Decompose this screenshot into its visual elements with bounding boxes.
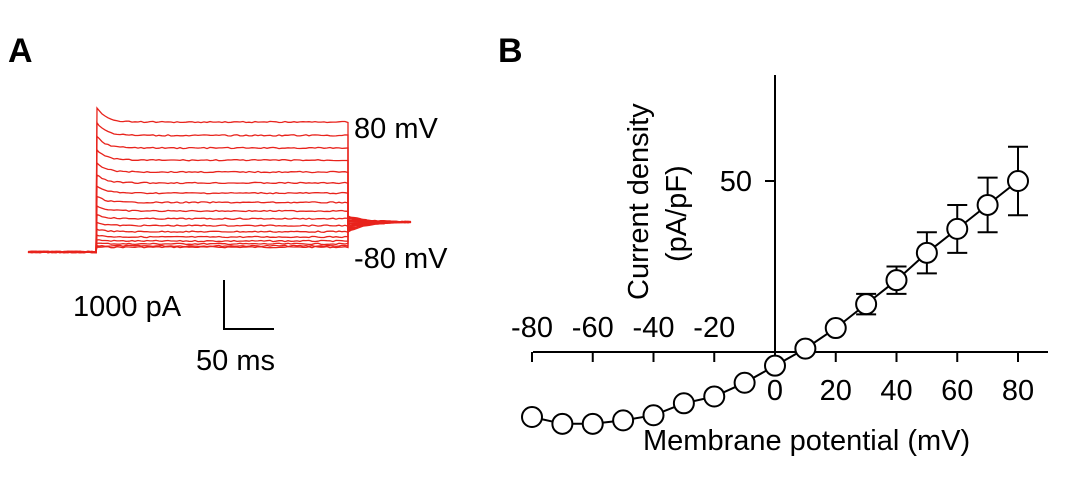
- top-trace-label: 80 mV: [354, 113, 438, 145]
- x-tick-label: 0: [767, 375, 783, 407]
- y-axis-label-line2: (pA/pF): [661, 165, 693, 262]
- trace-neg20mV: [27, 220, 412, 254]
- panel-label-b: B: [498, 32, 523, 70]
- trace-70mV: [27, 120, 412, 254]
- data-point: [612, 409, 635, 432]
- y-tick-label: 50: [720, 166, 752, 198]
- trace-50mV: [27, 148, 412, 254]
- x-tick-label: -40: [633, 312, 675, 344]
- x-tick-label: 40: [880, 375, 912, 407]
- x-tick-label: 80: [1002, 375, 1034, 407]
- data-point: [642, 404, 665, 427]
- trace-0mV: [27, 204, 412, 254]
- trace-neg40mV: [27, 219, 412, 254]
- data-point: [764, 354, 786, 377]
- data-point: [794, 337, 817, 360]
- data-point: [581, 412, 604, 435]
- trace-10mV: [27, 195, 412, 254]
- data-point: [855, 293, 878, 316]
- trace-neg10mV: [27, 213, 412, 254]
- bottom-trace-label: -80 mV: [354, 243, 448, 275]
- data-point: [521, 405, 543, 428]
- x-axis-label: Membrane potential (mV): [643, 425, 970, 457]
- trace-60mV: [27, 135, 412, 254]
- iv-axes: [531, 75, 1048, 372]
- data-point: [551, 412, 574, 435]
- x-tick-label: -60: [572, 312, 614, 344]
- x-tick-label: -20: [693, 312, 735, 344]
- iv-points: [521, 145, 1029, 435]
- trace-40mV: [27, 161, 412, 254]
- panel-label-a: A: [8, 32, 33, 70]
- trace-neg30mV: [27, 220, 412, 254]
- x-tick-label: 20: [820, 375, 852, 407]
- trace-80mV: [27, 106, 411, 254]
- trace-neg60mV: [27, 217, 412, 254]
- data-point: [824, 317, 847, 340]
- trace-neg80mV: [27, 215, 412, 254]
- x-tick-label: -80: [511, 312, 553, 344]
- data-point: [946, 217, 969, 240]
- y-axis-label-line1: Current density: [623, 103, 655, 300]
- current-traces: [27, 106, 412, 254]
- data-point: [976, 193, 999, 216]
- iv-tick-labels: 50 -80 -60 -40 -20 0 20 40 60 80: [511, 166, 1034, 407]
- data-point: [1007, 170, 1029, 192]
- data-point: [915, 241, 938, 264]
- data-point: [672, 392, 695, 415]
- scale-bar: [223, 280, 274, 330]
- data-point: [885, 269, 908, 292]
- data-point: [733, 371, 756, 394]
- scale-current-label: 1000 pA: [73, 291, 182, 323]
- x-tick-label: 60: [941, 375, 973, 407]
- trace-neg70mV: [27, 216, 412, 254]
- trace-20mV: [27, 185, 412, 254]
- scale-time-label: 50 ms: [196, 345, 275, 377]
- trace-neg50mV: [27, 218, 412, 254]
- data-point: [703, 385, 726, 408]
